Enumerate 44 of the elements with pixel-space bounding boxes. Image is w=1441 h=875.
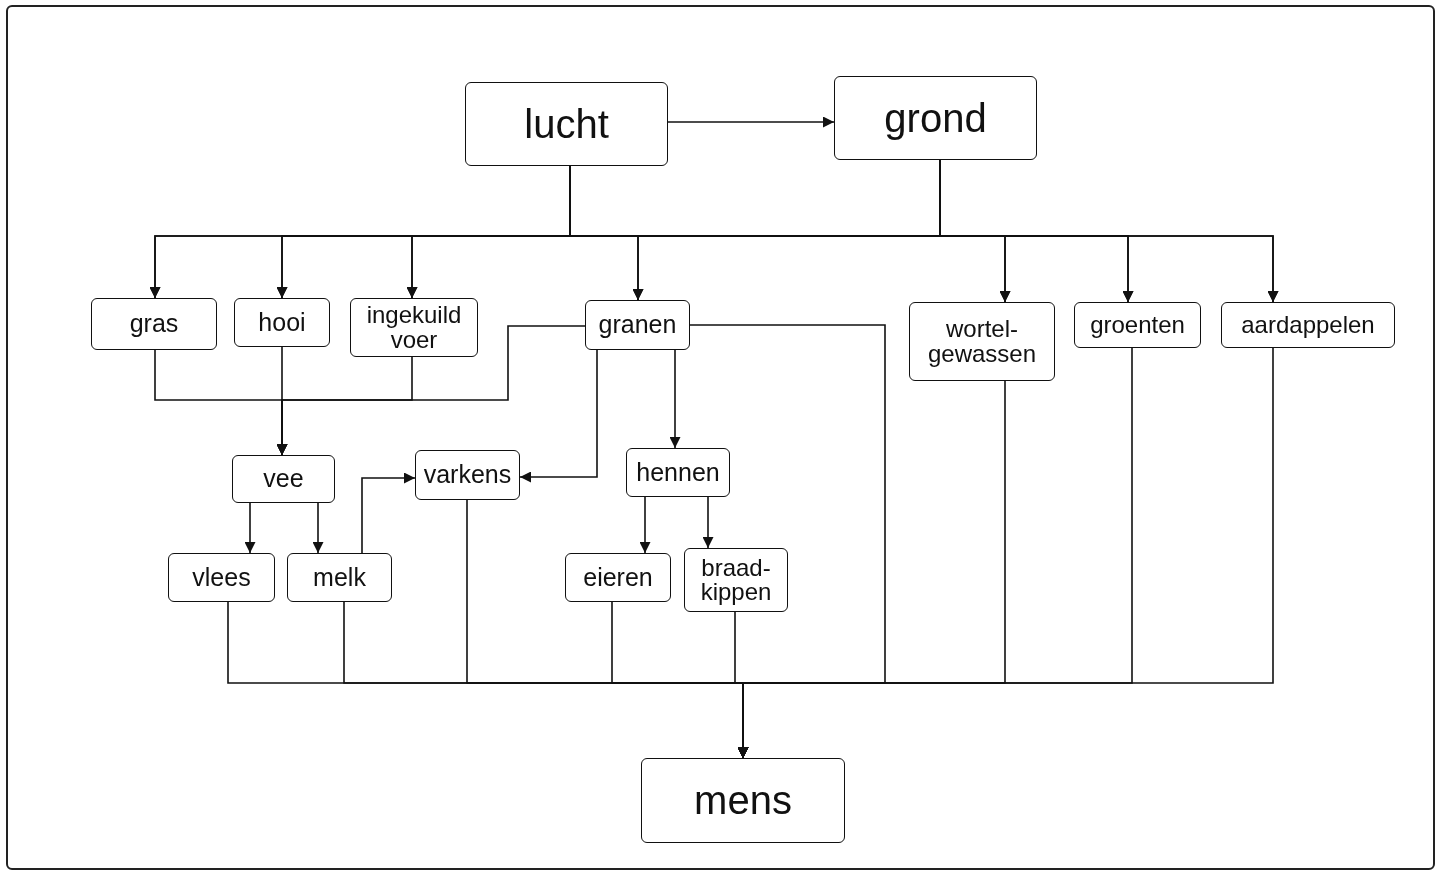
- node-label: braad- kippen: [699, 555, 773, 605]
- process-box: [684, 548, 788, 612]
- node-label: granen: [598, 312, 677, 338]
- node-label: mens: [694, 780, 792, 821]
- node-label: melk: [313, 564, 366, 591]
- process-box: [287, 553, 392, 602]
- process-box: [1074, 302, 1201, 348]
- arrow: [669, 349, 681, 449]
- node-label: lucht: [524, 103, 609, 145]
- process-box: [232, 455, 335, 503]
- process-box: [91, 298, 217, 350]
- arrow: [244, 502, 256, 554]
- node-label: grond: [884, 97, 987, 139]
- arrow: [361, 472, 416, 554]
- arrow: [667, 116, 835, 128]
- node-label: vee: [263, 466, 304, 492]
- process-box: [834, 76, 1037, 160]
- arrow: [312, 502, 324, 554]
- process-box: [909, 302, 1055, 381]
- node-label: eieren: [583, 564, 653, 591]
- arrow: [702, 496, 714, 549]
- process-box: [350, 298, 478, 357]
- process-box: [1221, 302, 1395, 348]
- process-box: [168, 553, 275, 602]
- node-label: varkens: [423, 462, 512, 488]
- node-label: groenten: [1090, 312, 1185, 338]
- process-box: [234, 298, 330, 347]
- process-box: [415, 450, 520, 500]
- process-box: [641, 758, 845, 843]
- node-label: ingekuild voer: [365, 303, 463, 352]
- node-label: wortel- gewassen: [926, 317, 1038, 366]
- process-box: [585, 300, 690, 350]
- process-box: [626, 448, 730, 497]
- arrow: [519, 349, 598, 483]
- node-label: aardappelen: [1241, 312, 1375, 338]
- process-box: [565, 553, 671, 602]
- node-label: vlees: [192, 564, 251, 591]
- arrow: [639, 496, 651, 554]
- node-label: gras: [129, 311, 179, 337]
- arrow: [276, 325, 586, 456]
- arrow: [737, 347, 1274, 759]
- node-label: hooi: [258, 309, 306, 336]
- process-box: [465, 82, 668, 166]
- node-label: hennen: [636, 459, 720, 486]
